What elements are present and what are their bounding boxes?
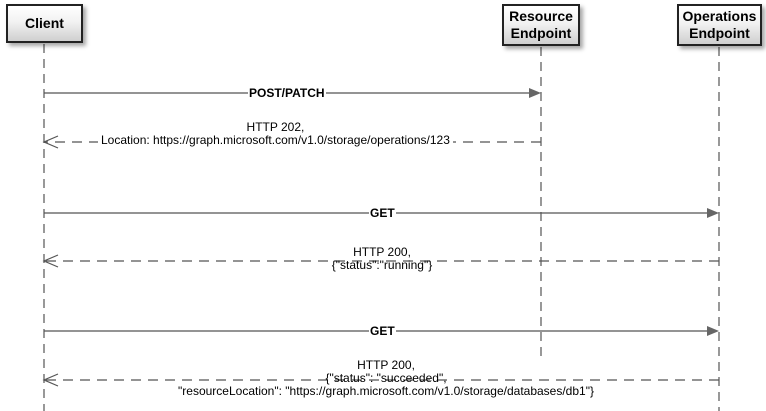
message-6-label: HTTP 200, {"status": "succeeded", "resou… bbox=[178, 358, 594, 398]
actor-client: Client bbox=[6, 4, 83, 43]
message-4-label: HTTP 200, {"status":"running"} bbox=[331, 245, 433, 272]
message-6-arrowhead bbox=[42, 373, 59, 387]
actor-operations-endpoint: Operations Endpoint bbox=[677, 4, 762, 46]
actor-operations-endpoint-label: Operations Endpoint bbox=[682, 8, 757, 41]
message-3-label: GET bbox=[369, 206, 396, 220]
message-1-arrowhead bbox=[529, 88, 541, 98]
message-3-arrowhead bbox=[707, 208, 719, 218]
message-2-arrowhead bbox=[42, 135, 59, 149]
actor-client-label: Client bbox=[25, 15, 64, 31]
message-1-label: POST/PATCH bbox=[248, 86, 326, 100]
message-5-label: GET bbox=[369, 324, 396, 338]
actor-resource-endpoint-label: Resource Endpoint bbox=[509, 8, 573, 41]
message-2-label: HTTP 202, Location: https://graph.micros… bbox=[98, 121, 453, 147]
message-5-arrowhead bbox=[707, 326, 719, 336]
actor-resource-endpoint: Resource Endpoint bbox=[502, 4, 580, 46]
message-4-arrowhead bbox=[42, 254, 59, 268]
